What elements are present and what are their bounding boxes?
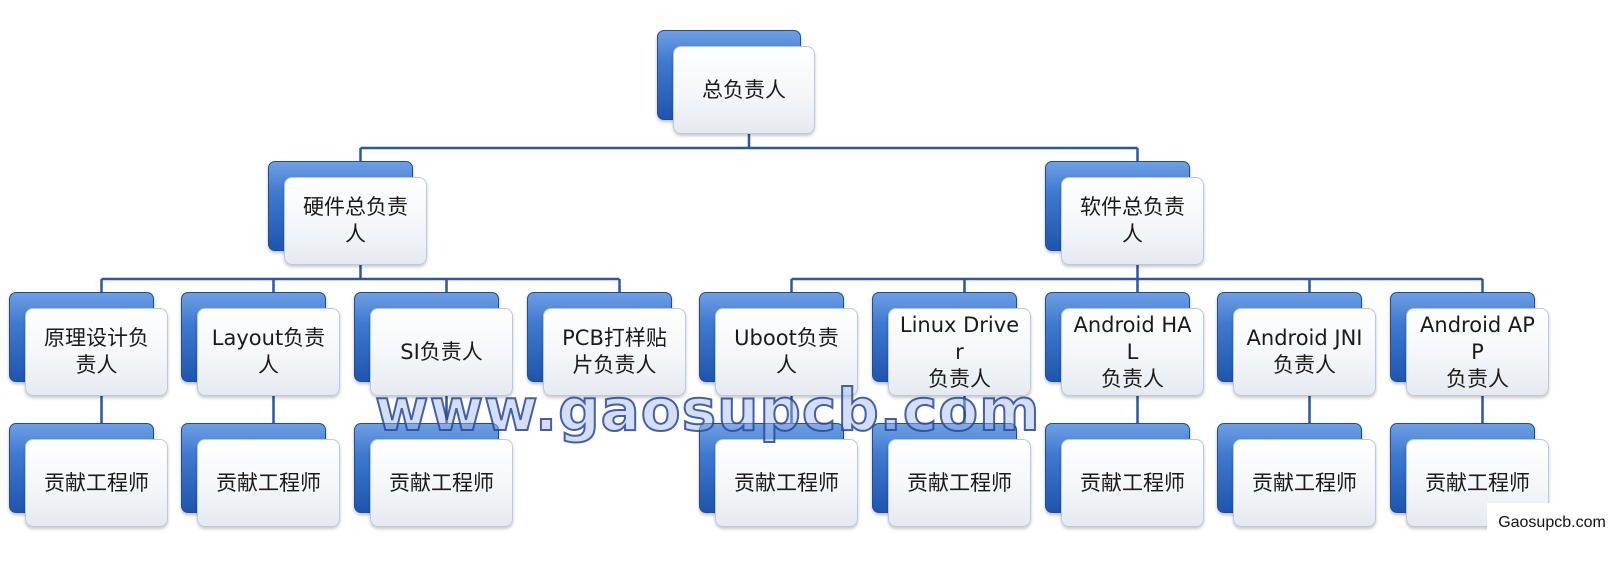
node-label: 贡献工程师	[197, 439, 340, 527]
node-label: 贡献工程师	[1233, 439, 1376, 527]
org-node-sw4c: 贡献工程师	[1217, 423, 1390, 543]
org-node-root: 总负责人	[657, 30, 829, 150]
node-label: Android HAL 负责人	[1061, 308, 1204, 396]
org-node-sw: 软件总负责 人	[1045, 161, 1218, 281]
node-label: SI负责人	[370, 308, 513, 396]
node-label: Android JNI 负责人	[1233, 308, 1376, 396]
node-label: 贡献工程师	[715, 439, 858, 527]
node-label: 硬件总负责 人	[284, 177, 427, 265]
node-label: Layout负责 人	[197, 308, 340, 396]
site-label: Gaosupcb.com	[1487, 503, 1617, 543]
org-node-hw2c: 贡献工程师	[181, 423, 354, 543]
node-label: Linux Driver 负责人	[888, 308, 1031, 396]
org-node-sw2c: 贡献工程师	[872, 423, 1045, 543]
org-node-sw3c: 贡献工程师	[1045, 423, 1218, 543]
org-node-sw1c: 贡献工程师	[699, 423, 872, 543]
org-node-sw1: Uboot负责 人	[699, 292, 872, 412]
org-node-sw3: Android HAL 负责人	[1045, 292, 1218, 412]
node-label: 贡献工程师	[888, 439, 1031, 527]
org-node-hw1c: 贡献工程师	[9, 423, 182, 543]
node-label: 原理设计负 责人	[25, 308, 168, 396]
node-label: 贡献工程师	[370, 439, 513, 527]
org-node-hw2: Layout负责 人	[181, 292, 354, 412]
node-label: 贡献工程师	[1061, 439, 1204, 527]
org-node-hw: 硬件总负责 人	[268, 161, 441, 281]
node-label: 贡献工程师	[25, 439, 168, 527]
org-node-hw1: 原理设计负 责人	[9, 292, 182, 412]
node-label: Android APP 负责人	[1406, 308, 1549, 396]
org-node-sw4: Android JNI 负责人	[1217, 292, 1390, 412]
org-node-sw5: Android APP 负责人	[1390, 292, 1563, 412]
node-label: Uboot负责 人	[715, 308, 858, 396]
org-node-sw5c: 贡献工程师	[1390, 423, 1563, 543]
org-node-sw2: Linux Driver 负责人	[872, 292, 1045, 412]
org-node-hw4: PCB打样贴 片负责人	[527, 292, 700, 412]
org-node-hw3c: 贡献工程师	[354, 423, 527, 543]
node-label: 软件总负责 人	[1061, 177, 1204, 265]
node-label: PCB打样贴 片负责人	[543, 308, 686, 396]
node-label: 总负责人	[673, 46, 815, 134]
org-node-hw3: SI负责人	[354, 292, 527, 412]
